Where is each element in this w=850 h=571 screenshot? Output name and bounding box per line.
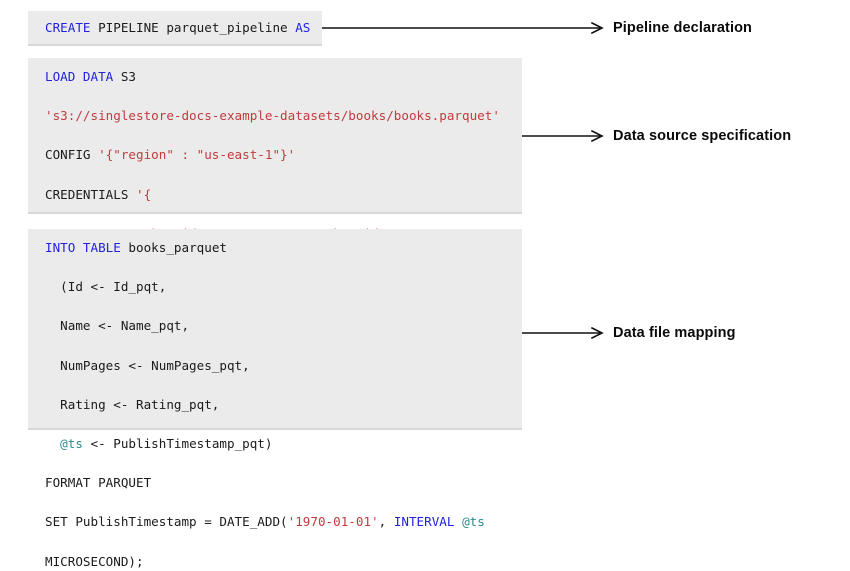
- code-token-pln: CREDENTIALS: [45, 187, 136, 202]
- label-data-file-mapping: Data file mapping: [613, 325, 736, 341]
- code-token-pln: MICROSECOND);: [45, 554, 144, 569]
- code-line: 's3://singlestore-docs-example-datasets/…: [45, 106, 522, 126]
- code-token-kw: AS: [295, 20, 310, 35]
- code-token-pln: <- PublishTimestamp_pqt): [83, 436, 273, 451]
- code-token-pln: S3: [113, 69, 136, 84]
- code-line: @ts <- PublishTimestamp_pqt): [45, 434, 522, 454]
- code-token-pln: Name <- Name_pqt,: [45, 318, 189, 333]
- code-token-kw: INTERVAL: [394, 514, 455, 529]
- code-block-data-source: LOAD DATA S3 's3://singlestore-docs-exam…: [28, 58, 522, 214]
- code-token-str: '{"region" : "us-east-1"}': [98, 147, 295, 162]
- code-token-str: '{: [136, 187, 151, 202]
- code-token-pln: books_parquet: [121, 240, 227, 255]
- arrow-to-pipeline-declaration: [322, 22, 608, 34]
- code-line: SET PublishTimestamp = DATE_ADD('1970-01…: [45, 512, 522, 532]
- code-token-pln: CONFIG: [45, 147, 98, 162]
- code-token-pln: FORMAT PARQUET: [45, 475, 151, 490]
- code-line: Rating <- Rating_pqt,: [45, 395, 522, 415]
- code-line: Name <- Name_pqt,: [45, 316, 522, 336]
- pipeline-syntax-diagram: CREATE PIPELINE parquet_pipeline AS Pipe…: [0, 0, 850, 440]
- code-line: INTO TABLE books_parquet: [45, 238, 522, 258]
- code-line: (Id <- Id_pqt,: [45, 277, 522, 297]
- label-data-source-specification: Data source specification: [613, 128, 791, 144]
- arrow-to-data-file-mapping: [522, 327, 608, 339]
- arrow-to-data-source: [522, 130, 608, 142]
- code-token-pln: ,: [379, 514, 394, 529]
- code-line: LOAD DATA S3: [45, 67, 522, 87]
- code-token-pln: SET PublishTimestamp = DATE_ADD(: [45, 514, 288, 529]
- code-token-pln: NumPages <- NumPages_pqt,: [45, 358, 250, 373]
- code-token-kw: LOAD DATA: [45, 69, 113, 84]
- code-token-pln: Rating <- Rating_pqt,: [45, 397, 219, 412]
- code-block-data-file-mapping: INTO TABLE books_parquet (Id <- Id_pqt, …: [28, 229, 522, 430]
- code-token-var: @ts: [462, 514, 485, 529]
- code-token-kw: INTO TABLE: [45, 240, 121, 255]
- code-token-pln: (Id <- Id_pqt,: [45, 279, 166, 294]
- code-line: CREATE PIPELINE parquet_pipeline AS: [45, 18, 322, 38]
- code-token-pln: [45, 436, 60, 451]
- code-token-pln: PIPELINE parquet_pipeline: [91, 20, 296, 35]
- code-block-pipeline-declaration: CREATE PIPELINE parquet_pipeline AS: [28, 11, 322, 46]
- code-line: CONFIG '{"region" : "us-east-1"}': [45, 145, 522, 165]
- code-line: FORMAT PARQUET: [45, 473, 522, 493]
- code-token-str: '1970-01-01': [288, 514, 379, 529]
- label-pipeline-declaration: Pipeline declaration: [613, 20, 752, 36]
- code-token-kw: CREATE: [45, 20, 91, 35]
- code-line: CREDENTIALS '{: [45, 185, 522, 205]
- code-token-var: @ts: [60, 436, 83, 451]
- code-token-pln: [454, 514, 462, 529]
- code-line: NumPages <- NumPages_pqt,: [45, 356, 522, 376]
- code-line: MICROSECOND);: [45, 552, 522, 571]
- code-token-str: 's3://singlestore-docs-example-datasets/…: [45, 108, 500, 123]
